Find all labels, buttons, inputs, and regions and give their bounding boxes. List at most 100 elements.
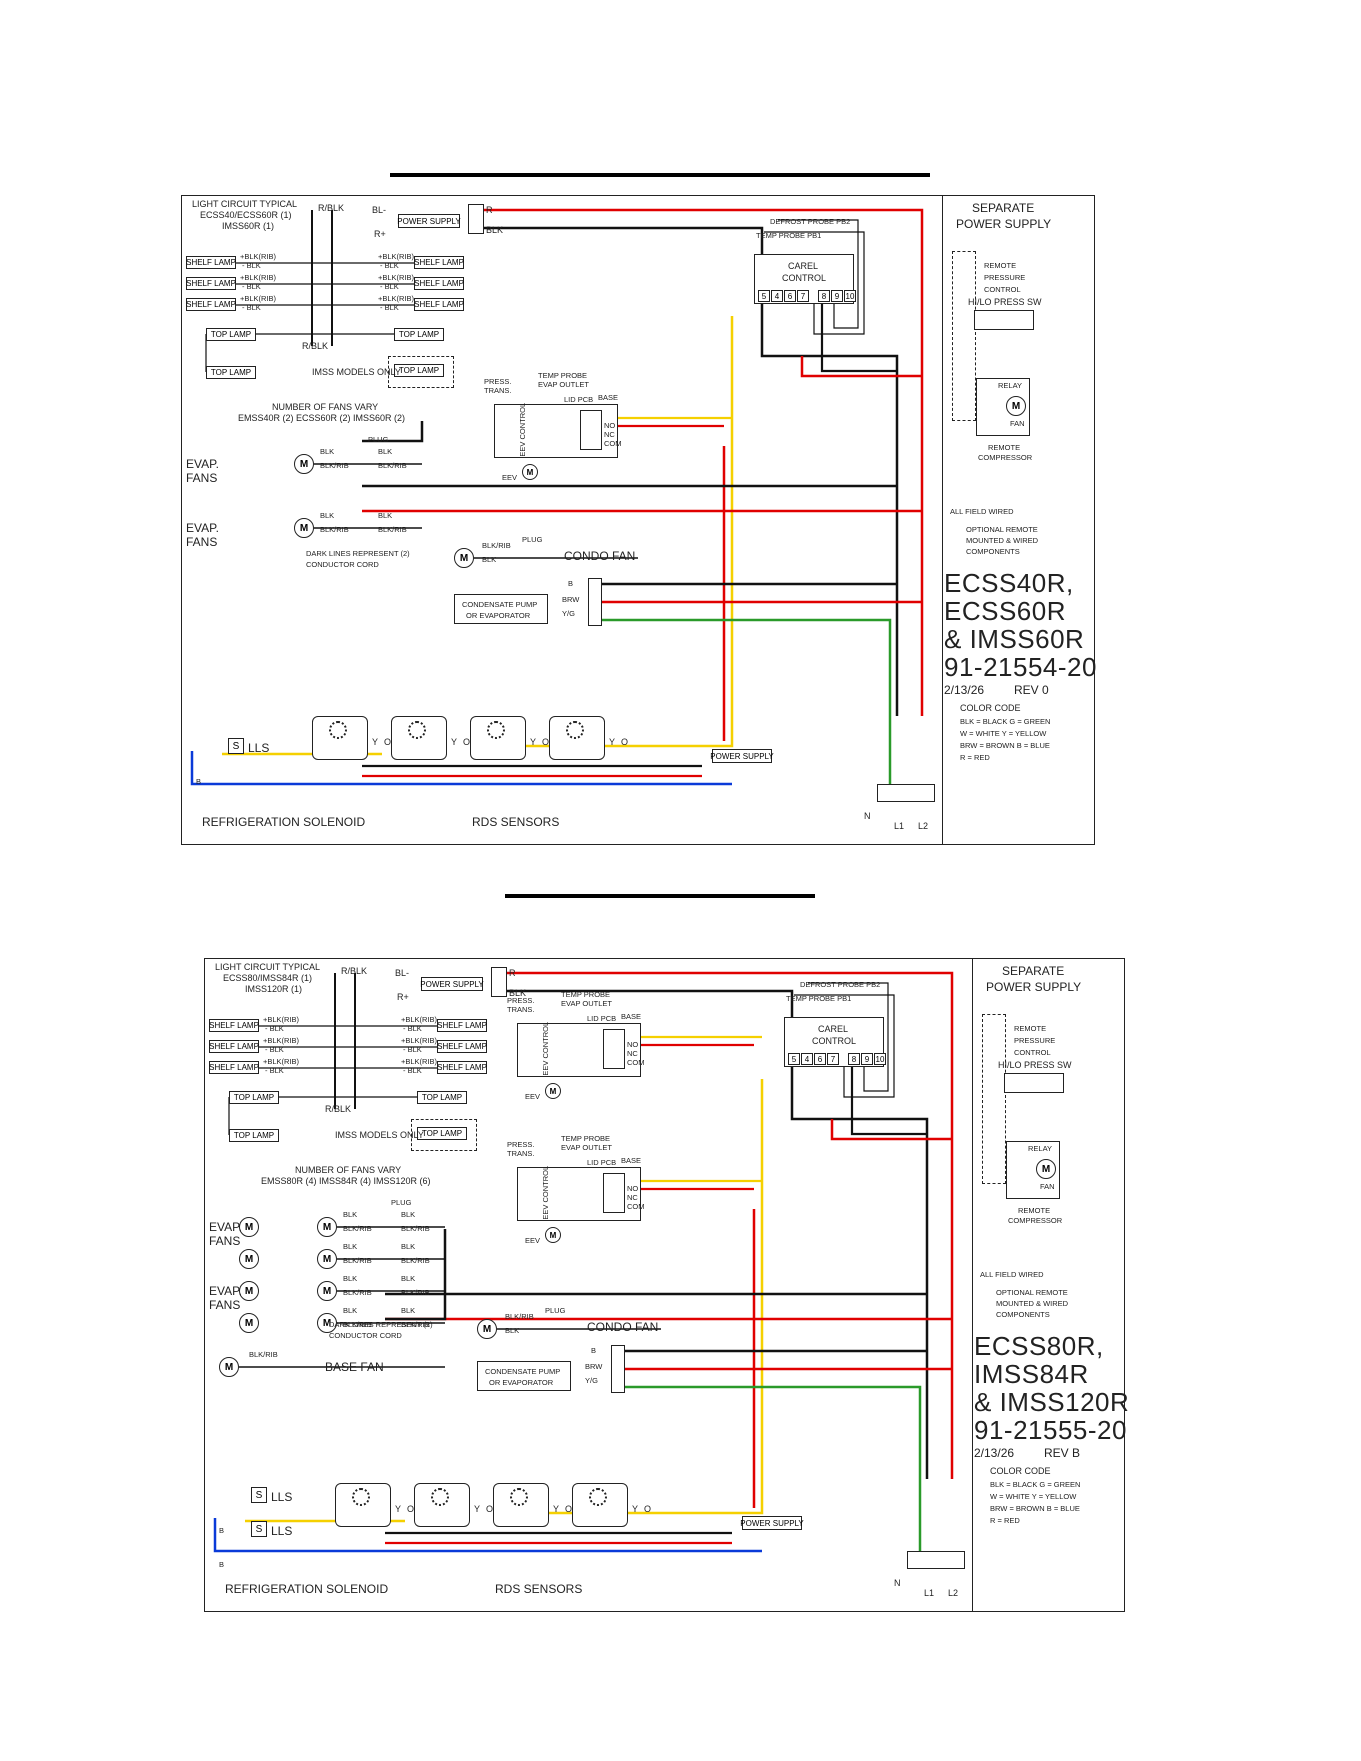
rds-power-supply: POWER SUPPLY [710, 749, 774, 763]
remote-pressure-1: REMOTE [984, 261, 1017, 270]
top-power-supply: POWER SUPPLY [420, 977, 484, 991]
base-pcb-2 [603, 1173, 625, 1213]
rds-sensor-knob-4 [589, 1488, 607, 1506]
remote-pressure-dash [982, 1014, 1006, 1184]
red-supply-wire [478, 208, 924, 716]
defrost-probe-wire [808, 982, 889, 1092]
lid-pcb-1: LID PCB [564, 395, 594, 404]
dark-lines-2: CONDUCTOR CORD [306, 560, 379, 569]
color-code-1: BLK = BLACK G = GREEN [990, 1480, 1081, 1489]
temp-probe-wire [794, 994, 895, 1098]
power-supply-label: POWER SUPPLY [986, 980, 1082, 994]
model-title-2: IMSS84R [974, 1359, 1089, 1389]
red-control-wire [830, 1119, 952, 1141]
shelf-lamp-wire-label-r-1: +BLK(RIB) [378, 252, 415, 261]
model-title-1: ECSS40R, [944, 568, 1074, 598]
base-pcb-label-1: BASE [598, 393, 619, 402]
shelf-lamp-wire-label-b-2: - BLK [265, 1045, 284, 1054]
color-code-3: BRW = BROWN B = BLUE [960, 741, 1050, 750]
pressure-switch-box [1004, 1073, 1064, 1093]
condo-fan-motor: M [477, 1319, 497, 1339]
condensate-pump-box [454, 594, 548, 624]
remote-pressure-2: PRESSURE [1014, 1036, 1056, 1045]
shelf-lamp-left-2: SHELF LAMP [186, 277, 236, 290]
evap-fan-motor-b-4: M [317, 1313, 337, 1333]
model-title-2: ECSS60R [944, 596, 1066, 626]
color-code-2: W = WHITE Y = YELLOW [990, 1492, 1077, 1501]
yellow-signal-wire [505, 1079, 764, 1515]
rds-y-2: Y [474, 1504, 481, 1514]
rds-o-3: O [565, 1504, 573, 1514]
top-lamp-right-2: TOP LAMP [417, 1127, 467, 1140]
rds-sensors-label: RDS SENSORS [495, 1582, 583, 1596]
base-pcb-label-1: BASE [621, 1012, 642, 1021]
evap-fans-label-2: EVAP. [186, 521, 219, 535]
evap-fan-motor-b-3: M [317, 1281, 337, 1301]
rds-y-2: Y [451, 737, 458, 747]
cond-b: B [568, 579, 574, 588]
shelf-lamp-left-1: SHELF LAMP [209, 1019, 259, 1032]
color-code-1: BLK = BLACK G = GREEN [960, 717, 1051, 726]
carel-label-2: CONTROL [782, 273, 827, 283]
shelf-lamp-wire-label-r-3: +BLK(RIB) [401, 1057, 438, 1066]
solenoid-b-1: B [219, 1526, 225, 1535]
title-rule-top [390, 173, 930, 177]
solenoid-b-2: B [219, 1560, 225, 1569]
fans-note-2: EMSS40R (2) ECSS60R (2) IMSS60R (2) [238, 413, 406, 423]
eev-com-1: COM [604, 439, 622, 448]
color-code-3: BRW = BROWN B = BLUE [990, 1504, 1080, 1513]
rds-y-4: Y [632, 1504, 639, 1514]
color-code-title: COLOR CODE [960, 703, 1021, 713]
condo-blk: BLK [505, 1326, 520, 1335]
shelf-lamp-right-3: SHELF LAMP [437, 1061, 487, 1074]
black-fan-feed [362, 421, 424, 443]
optional-remote-3: COMPONENTS [966, 547, 1020, 556]
shelf-lamp-right-2: SHELF LAMP [414, 277, 464, 290]
fan-blk-rib-label-r-3: BLK/RIB [401, 1288, 430, 1297]
defrost-probe-label: DEFROST PROBE PB2 [770, 217, 851, 226]
temp-probe-evap-b-2: EVAP OUTLET [561, 1143, 612, 1152]
light-circuit-heading: LIGHT CIRCUIT TYPICAL [215, 962, 321, 972]
temp-probe-evap-1: TEMP PROBE [561, 990, 611, 999]
optional-remote-1: OPTIONAL REMOTE [996, 1288, 1068, 1297]
black-supply-wire [478, 226, 899, 716]
shelf-lamp-right-2: SHELF LAMP [437, 1040, 487, 1053]
cond-yg: Y/G [562, 609, 575, 618]
main-terminal-block [491, 967, 507, 997]
shelf-lamp-wire-label-rb-2: - BLK [403, 1045, 422, 1054]
shelf-lamp-left-1: SHELF LAMP [186, 256, 236, 269]
shelf-lamp-wire-label-b-3: - BLK [242, 303, 261, 312]
evap-fan-motor-1: M [294, 454, 314, 474]
remote-compressor-2: COMPRESSOR [1008, 1216, 1063, 1225]
shelf-lamp-wire-label-rb-1: - BLK [403, 1024, 422, 1033]
rds-o-1: O [384, 737, 392, 747]
model-title-1: ECSS80R, [974, 1331, 1104, 1361]
evap-fans-label-2b: FANS [186, 535, 218, 549]
relay-label: RELAY [998, 381, 1023, 390]
top-lamp-left-2: TOP LAMP [229, 1129, 279, 1142]
condensate-pump-2: OR EVAPORATOR [466, 611, 531, 620]
eev-motor-1: M [545, 1083, 561, 1099]
remote-pressure-dash [952, 251, 976, 421]
rds-sensor-1 [335, 1483, 391, 1527]
temp-probe-label: TEMP PROBE PB1 [756, 231, 822, 240]
remote-pressure-3: CONTROL [984, 285, 1021, 294]
rds-o-4: O [644, 1504, 652, 1514]
carel-terminal-9: 9 [861, 1053, 873, 1065]
rds-sensor-knob-2 [408, 721, 426, 739]
base-fan-motor: M [219, 1357, 239, 1377]
fan-blk-label-2: BLK [343, 1242, 358, 1251]
optional-remote-2: MOUNTED & WIRED [966, 536, 1039, 545]
all-field-wired: ALL FIELD WIRED [980, 1270, 1044, 1279]
evap-fan-motor-1: M [239, 1217, 259, 1237]
fan-blk-rib-label-r-2: BLK/RIB [401, 1256, 430, 1265]
shelf-lamp-wire-label-1: +BLK(RIB) [240, 252, 277, 261]
rds-y-4: Y [609, 737, 616, 747]
imss-box [388, 356, 454, 388]
fans-note-1: NUMBER OF FANS VARY [272, 402, 379, 412]
evap-fan-motor-2: M [294, 518, 314, 538]
hi-lo-press-sw: HI/LO PRESS SW [968, 297, 1042, 307]
shelf-lamp-right-1: SHELF LAMP [414, 256, 464, 269]
fan-blk-label-1: BLK [343, 1210, 358, 1219]
